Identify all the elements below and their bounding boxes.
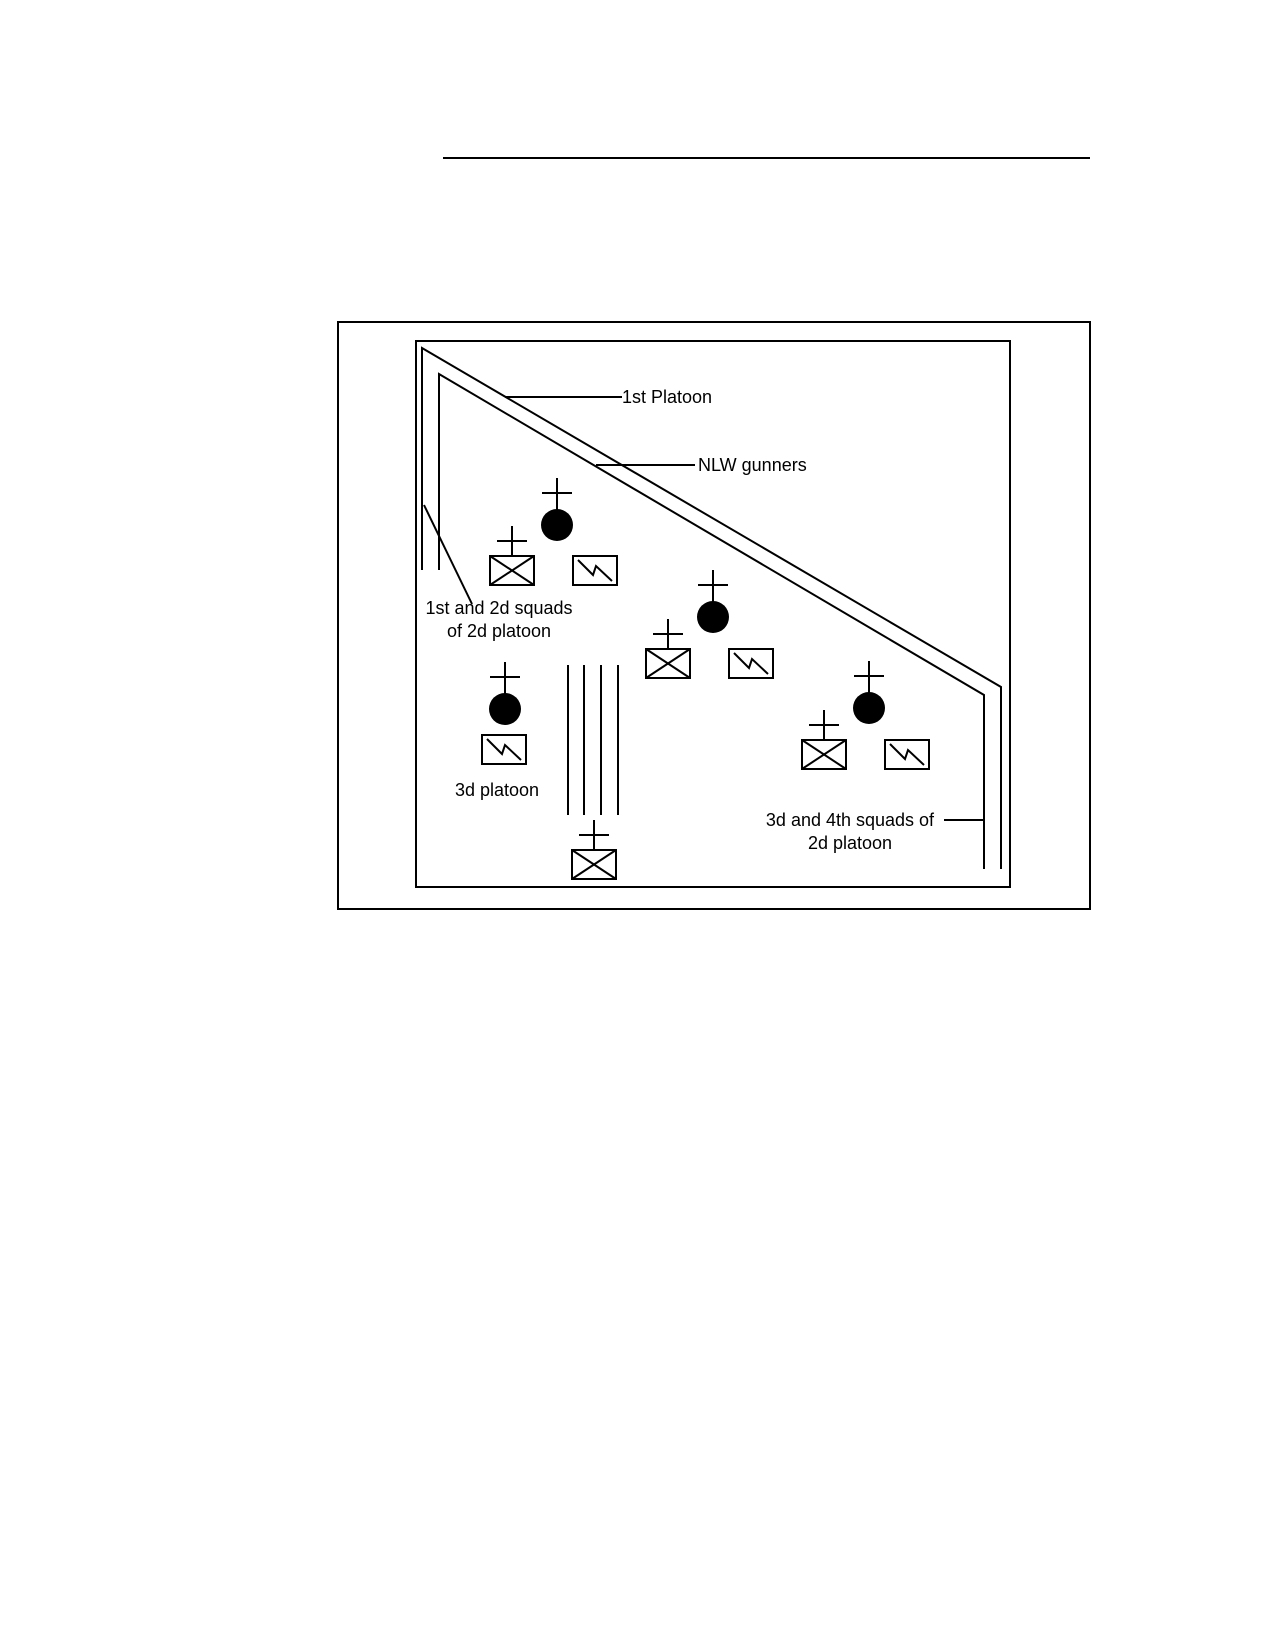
leader-symbol (541, 478, 573, 541)
label-third-platoon: 3d platoon (455, 780, 539, 800)
leader-symbol (697, 570, 729, 633)
leader-symbol (489, 662, 521, 725)
label-nlw-gunners: NLW gunners (698, 455, 807, 475)
label-squads-3-4-line1: 3d and 4th squads of (766, 810, 935, 830)
leader-symbol (853, 661, 885, 724)
unit-symbol (571, 820, 617, 880)
label-squads-1-2-line2: of 2d platoon (447, 621, 551, 641)
first-platoon-line (421, 346, 1002, 869)
area-boundary (415, 340, 1011, 888)
leader-squads-1-2 (423, 504, 473, 605)
signal-symbol (884, 739, 930, 770)
signal-symbol (481, 734, 527, 765)
nlw-gunners-line (438, 372, 985, 869)
figure-frame (337, 321, 1091, 910)
signal-symbol (572, 555, 618, 586)
unit-symbol (645, 619, 691, 679)
label-squads-3-4-line2: 2d platoon (808, 833, 892, 853)
label-first-platoon: 1st Platoon (622, 387, 712, 407)
signal-symbol (728, 648, 774, 679)
label-squads-1-2-line1: 1st and 2d squads (425, 598, 572, 618)
column-lines (567, 665, 619, 815)
unit-symbol (801, 710, 847, 770)
unit-symbol (489, 526, 535, 586)
